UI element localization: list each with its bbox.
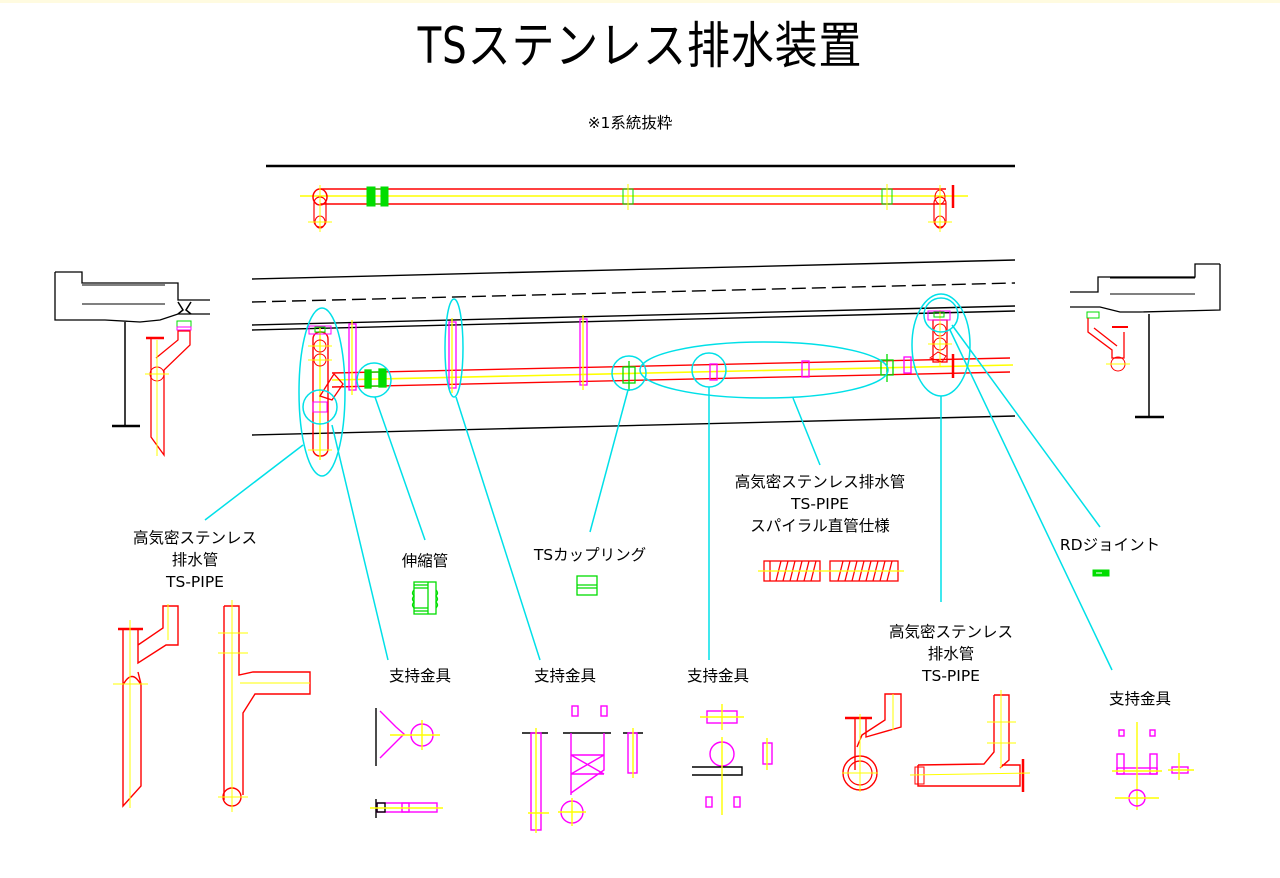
callout-ellipse-right-pipe [911, 293, 971, 397]
left-bridge-section [54, 271, 210, 458]
callout-circle-coupling [611, 355, 647, 391]
label-support-2: 支持金具 [533, 667, 596, 685]
detail-ts-coupling [576, 575, 598, 596]
detail-rd-joint [1092, 569, 1110, 577]
plan-view [266, 164, 1015, 232]
detail-pipe-right-1 [842, 693, 902, 792]
detail-support-3 [692, 704, 773, 815]
top-border [0, 0, 1280, 3]
label-spiral-pipe: 高気密ステンレス排水管 TS-PIPE スパイラル直管仕様 [715, 471, 925, 537]
label-pipe-right: 高気密ステンレス 排水管 TS-PIPE [866, 621, 1036, 687]
page-title: TSステンレス排水装置 [417, 17, 863, 75]
callout-circle-support3 [691, 352, 727, 388]
label-pipe-left-line3: TS-PIPE [166, 573, 224, 591]
label-pipe-right-line3: TS-PIPE [922, 667, 980, 685]
main-pipe [331, 354, 1014, 388]
callouts [204, 293, 1113, 671]
elevation-supports [348, 315, 912, 395]
callout-circle-rd-joint [923, 297, 959, 333]
label-expansion-joint: 伸縮管 [401, 552, 449, 570]
detail-pipe-left-2 [218, 600, 311, 812]
detail-pipe-left-1 [113, 604, 179, 808]
subtitle-note: ※1系統抜粋 [587, 114, 673, 132]
detail-expansion-joint [411, 581, 439, 615]
right-bridge-section [1070, 263, 1221, 419]
label-pipe-left: 高気密ステンレス 排水管 TS-PIPE [110, 527, 280, 593]
structure-lines [251, 259, 1016, 436]
plan-pipe [300, 185, 968, 232]
left-riser [308, 325, 344, 460]
label-pipe-left-line2: 排水管 [171, 551, 219, 569]
label-spiral-line2: TS-PIPE [791, 495, 849, 513]
detail-pipe-right-2 [909, 690, 1031, 792]
callout-ellipse-left-pipe [298, 307, 346, 477]
label-spiral-line1: 高気密ステンレス排水管 [734, 473, 906, 491]
detail-support-2 [522, 705, 643, 833]
detail-support-4 [1112, 722, 1194, 810]
label-ts-coupling: TSカップリング [533, 546, 647, 564]
label-pipe-right-line1: 高気密ステンレス [888, 623, 1013, 641]
label-support-4: 支持金具 [1108, 690, 1171, 708]
label-spiral-line3: スパイラル直管仕様 [750, 517, 890, 535]
detail-spiral-pipe [758, 560, 904, 582]
callout-ellipse-support2 [444, 298, 464, 398]
label-support-1: 支持金具 [388, 667, 451, 685]
right-riser [927, 310, 952, 366]
elevation-couplings [364, 354, 894, 391]
callout-circle-expansion [356, 362, 392, 398]
detail-support-1 [370, 708, 443, 818]
plan-expansion-joint [366, 186, 389, 207]
plan-coupling [622, 184, 893, 210]
label-pipe-right-line2: 排水管 [927, 645, 975, 663]
callout-ellipse-spiral [639, 341, 889, 399]
label-support-3: 支持金具 [686, 667, 749, 685]
label-rd-joint: RDジョイント [1059, 536, 1161, 554]
callout-circle-support1 [302, 389, 338, 425]
label-pipe-left-line1: 高気密ステンレス [132, 529, 257, 547]
